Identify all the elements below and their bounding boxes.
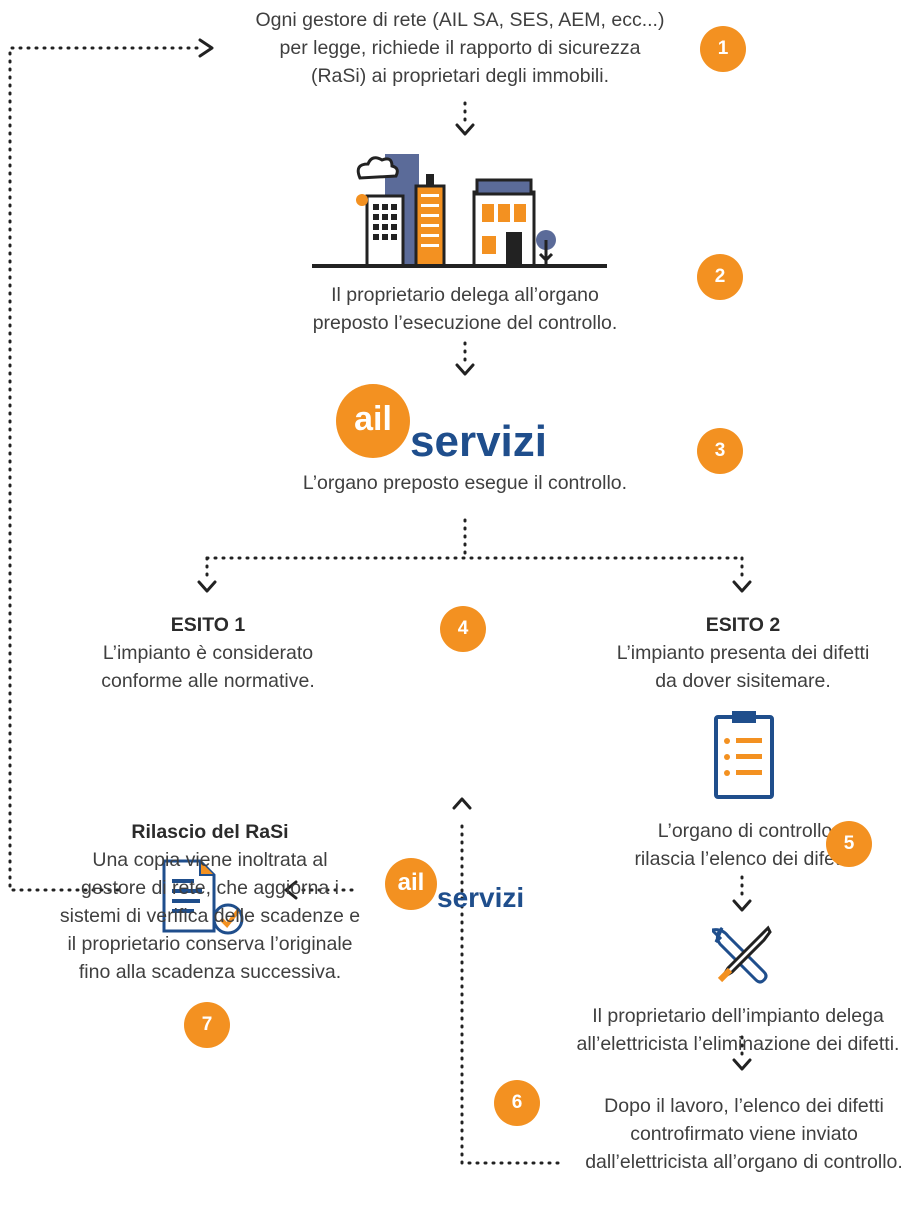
step5-text: Il proprietario dell’impianto delega all… <box>560 1002 916 1058</box>
esito1-line2: conforme alle normative. <box>101 670 315 692</box>
step6-line1: Dopo il lavoro, l’elenco dei difetti <box>604 1095 884 1117</box>
step2-line2: preposto l’esecuzione del controllo. <box>312 312 618 334</box>
logo-small-ail-circle: ail <box>385 858 437 910</box>
arrow-down-6 <box>732 1058 752 1071</box>
return-loop-line <box>8 46 200 892</box>
arrow-left-doc <box>284 880 298 900</box>
step5-line1: Il proprietario dell’impianto delega <box>592 1005 884 1027</box>
esito2-title: ESITO 2 <box>705 614 781 636</box>
step7-line2: gestore di rete, che aggiorna i <box>81 877 339 899</box>
connector-6-logo <box>460 818 560 1165</box>
step7-badge: 7 <box>184 1002 230 1048</box>
wrench-screwdriver-icon <box>712 925 772 984</box>
arrow-to-step1 <box>198 38 214 58</box>
step6-badge: 6 <box>494 1080 540 1126</box>
step4-badge: 4 <box>440 606 486 652</box>
step5-badge: 5 <box>826 821 872 867</box>
step7-text: Rilascio del RaSi Una copia viene inoltr… <box>30 818 390 986</box>
step7-title: Rilascio del RaSi <box>131 821 289 843</box>
step1-line1: Ogni gestore di rete (AIL SA, SES, AEM, … <box>255 9 665 31</box>
arrow-down-1 <box>455 123 475 136</box>
step2-line1: Il proprietario delega all’organo <box>331 284 599 306</box>
esito2-block: ESITO 2 L’impianto presenta dei difetti … <box>578 611 908 695</box>
esito1-block: ESITO 1 L’impianto è considerato conform… <box>70 611 346 695</box>
city-buildings-icon <box>312 154 607 268</box>
esito1-line1: L’impianto è considerato <box>102 642 314 664</box>
elenco-line1: L’organo di controllo <box>657 820 833 842</box>
step3-text: L’organo preposto esegue il controllo. <box>302 472 628 494</box>
step1-badge: 1 <box>700 26 746 72</box>
certificate-document-icon <box>162 859 244 935</box>
step5-line2: all’elettricista l’eliminazione dei dife… <box>576 1033 900 1055</box>
step1-line3: (RaSi) ai proprietari degli immobili. <box>310 65 609 87</box>
logo-small-servizi-word: servizi <box>437 882 525 913</box>
arrow-up-logo <box>452 797 472 810</box>
step7-line5: fino alla scadenza successiva. <box>78 961 342 983</box>
elenco-text: L’organo di controllo rilascia l’elenco … <box>595 817 895 873</box>
step7-line4: il proprietario conserva l’originale <box>67 933 353 955</box>
clipboard-list-icon <box>714 711 774 799</box>
esito1-title: ESITO 1 <box>170 614 246 636</box>
arrow-down-2 <box>455 363 475 376</box>
step3-badge: 3 <box>697 428 743 474</box>
elenco-line2: rilascia l’elenco dei difetti. <box>634 848 856 870</box>
step1-line2: per legge, richiede il rapporto di sicur… <box>279 37 641 59</box>
logo-ail-circle: ail <box>336 384 410 458</box>
esito2-line1: L’impianto presenta dei difetti <box>616 642 870 664</box>
esito2-line2: da dover sisitemare. <box>655 670 831 692</box>
step6-line3: dall’elettricista all’organo di controll… <box>585 1151 903 1173</box>
logo-servizi-word: servizi <box>410 417 547 466</box>
step2-badge: 2 <box>697 254 743 300</box>
arrow-down-esito1 <box>197 580 217 593</box>
step7-line1: Una copia viene inoltrata al <box>92 849 328 871</box>
step7-line3: sistemi di verifica delle scadenze e <box>59 905 361 927</box>
arrow-down-tools <box>732 899 752 912</box>
step6-line2: controfirmato viene inviato <box>630 1123 858 1145</box>
step6-text: Dopo il lavoro, l’elenco dei difetti con… <box>570 1092 918 1176</box>
arrow-down-esito2 <box>732 580 752 593</box>
step1-text: Ogni gestore di rete (AIL SA, SES, AEM, … <box>210 6 710 90</box>
step2-text: Il proprietario delega all’organo prepos… <box>240 281 690 337</box>
